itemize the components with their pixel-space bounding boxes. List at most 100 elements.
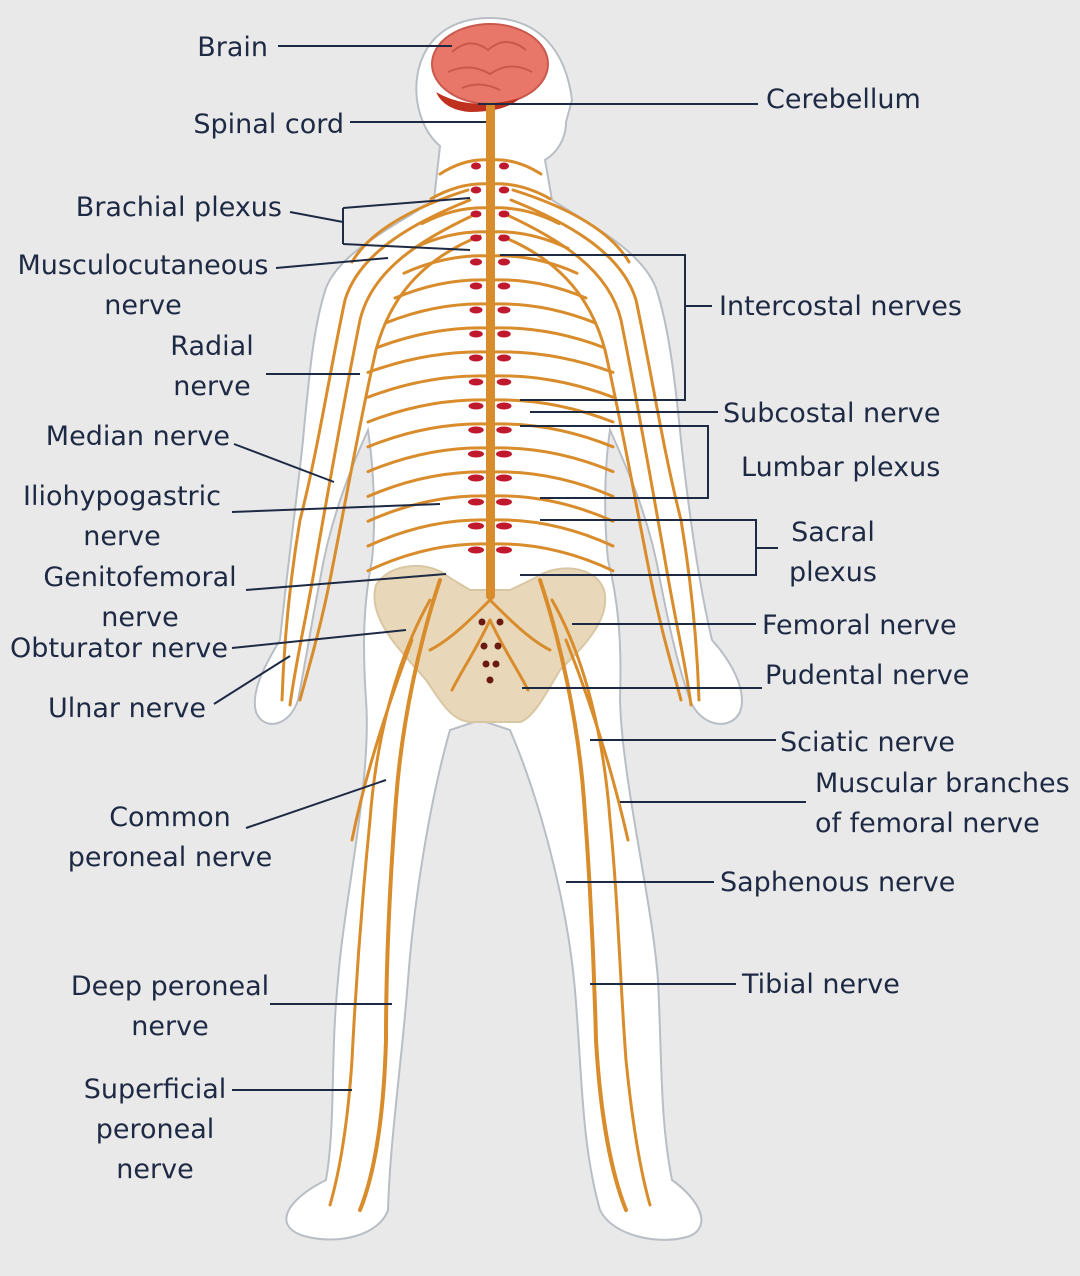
nerve-path — [489, 302, 597, 325]
sacral-foramen — [494, 642, 502, 650]
label-femoral: Femoral nerve — [762, 610, 957, 641]
nerve-path — [350, 188, 470, 264]
nerve-path — [375, 326, 492, 350]
nerve-path — [503, 212, 693, 707]
leader-ulnar — [213, 655, 291, 705]
ganglion — [468, 402, 484, 410]
nerve-path — [420, 206, 492, 226]
leader-lines-left — [213, 45, 486, 1091]
leader-obturator — [231, 629, 407, 649]
ganglion — [468, 498, 484, 506]
leader-sacral-plexus — [520, 519, 778, 576]
nerve-path — [489, 278, 588, 300]
ganglion — [468, 546, 484, 554]
ganglion — [469, 306, 483, 314]
nerve-path — [280, 198, 472, 702]
cerebellum — [436, 92, 520, 112]
ganglion — [499, 162, 509, 170]
nerve-path — [489, 398, 615, 424]
nerve-path — [489, 254, 579, 275]
nerve-path — [429, 182, 492, 201]
sacral-foramen — [496, 618, 504, 626]
ganglion — [498, 186, 510, 194]
label-brain: Brain — [197, 32, 268, 63]
sacral-foramen — [486, 676, 494, 684]
label-brachial-plexus: Brachial plexus — [76, 192, 282, 223]
label-median: Median nerve — [46, 421, 230, 452]
label-obturator: Obturator nerve — [10, 633, 228, 664]
nerve-path — [358, 578, 442, 1212]
leader-median — [233, 443, 335, 483]
leader-musculocutaneous — [275, 257, 389, 269]
ganglion — [497, 330, 511, 338]
nerve-path — [499, 234, 683, 702]
nerve-path — [489, 542, 615, 573]
nerve-path — [489, 350, 615, 374]
nerve-path — [489, 326, 606, 350]
nerve-path — [489, 206, 561, 226]
nerve-path — [288, 212, 478, 707]
label-sciatic: Sciatic nerve — [780, 727, 955, 758]
nerve-path — [366, 350, 492, 374]
ganglion — [470, 234, 482, 242]
leader-brachial-plexus — [289, 197, 471, 251]
ganglion — [496, 402, 512, 410]
ganglion — [496, 426, 512, 434]
nerve-path — [550, 598, 652, 1207]
nerve-path — [366, 542, 492, 573]
nerve-path — [366, 470, 492, 498]
ganglion — [497, 306, 511, 314]
nerve-path — [366, 446, 492, 474]
ganglion — [469, 330, 483, 338]
sacral-foramen — [480, 642, 488, 650]
nerve-path — [489, 182, 552, 201]
leader-lumbar-plexus — [520, 425, 709, 499]
nerve-path — [489, 374, 615, 399]
nerve-path — [366, 374, 492, 399]
nerve-path — [509, 198, 701, 702]
label-intercostal: Intercostal nerves — [719, 291, 962, 322]
ganglion — [471, 162, 481, 170]
ganglion — [468, 378, 484, 386]
ganglia — [468, 162, 512, 684]
leader-lines-right — [478, 103, 806, 985]
ganglion — [469, 282, 483, 290]
leader-genitofemoral — [245, 573, 447, 591]
ganglion — [496, 450, 512, 458]
nerve-path — [450, 618, 492, 692]
sacral-foramen — [492, 660, 500, 668]
nerve-path — [428, 598, 492, 652]
label-subcostal: Subcostal nerve — [723, 398, 940, 429]
nerve-path — [488, 598, 552, 652]
ganglion — [468, 426, 484, 434]
nerve-path — [366, 398, 492, 424]
ganglion — [496, 474, 512, 482]
ganglion — [498, 210, 510, 218]
ganglion — [498, 234, 510, 242]
leader-common-peroneal — [245, 779, 387, 829]
nerve-path — [489, 422, 615, 449]
ganglion — [468, 450, 484, 458]
nerve-path — [511, 188, 631, 264]
label-spinal-cord: Spinal cord — [193, 109, 344, 140]
brain-folds — [447, 41, 533, 91]
ganglion — [496, 546, 512, 554]
label-tibial: Tibial nerve — [741, 969, 900, 1000]
ganglion — [468, 522, 484, 530]
label-lumbar-plexus: Lumbar plexus — [741, 452, 940, 483]
ganglion — [497, 354, 511, 362]
ganglion — [469, 354, 483, 362]
ganglion — [470, 186, 482, 194]
label-pudental: Pudental nerve — [765, 660, 969, 691]
nerve-path — [564, 638, 630, 842]
ganglion — [496, 498, 512, 506]
